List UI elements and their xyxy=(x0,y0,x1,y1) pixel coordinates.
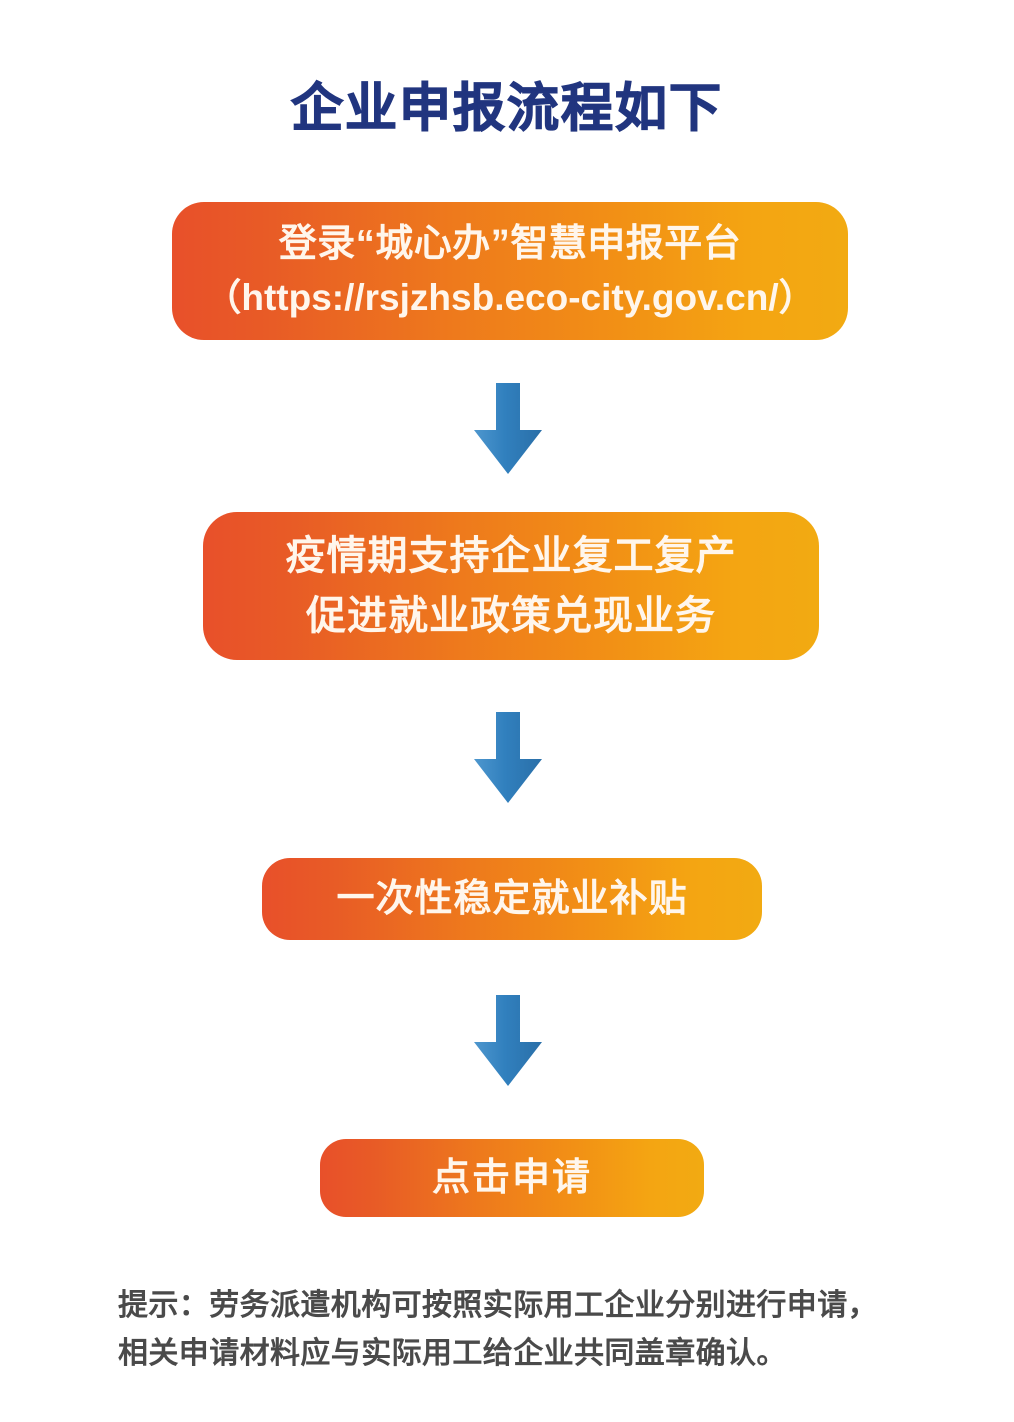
flow-step-policy-business[interactable]: 疫情期支持企业复工复产 促进就业政策兑现业务 xyxy=(203,512,819,660)
flow-step-3-text: 一次性稳定就业补贴 xyxy=(336,877,687,921)
flow-step-1-line-1: 登录“城心办”智慧申报平台 xyxy=(278,223,742,265)
arrow-down-icon xyxy=(473,383,543,475)
footer-note: 提示：劳务派遣机构可按照实际用工企业分别进行申请， 相关申请材料应与实际用工给企… xyxy=(118,1282,908,1378)
flow-step-1-text: 登录“城心办”智慧申报平台 （https://rsjzhsb.eco-city.… xyxy=(204,217,815,325)
arrow-down-icon xyxy=(473,712,543,804)
flow-step-4-text: 点击申请 xyxy=(432,1156,592,1200)
flow-step-click-apply[interactable]: 点击申请 xyxy=(320,1139,704,1217)
footer-note-line-2: 相关申请材料应与实际用工给企业共同盖章确认。 xyxy=(118,1337,787,1370)
flow-step-login-platform[interactable]: 登录“城心办”智慧申报平台 （https://rsjzhsb.eco-city.… xyxy=(172,202,848,340)
arrow-down-icon xyxy=(473,995,543,1087)
page-title: 企业申报流程如下 xyxy=(290,79,723,138)
flow-step-4-line-1: 点击申请 xyxy=(431,1157,592,1199)
flow-step-2-text: 疫情期支持企业复工复产 促进就业政策兑现业务 xyxy=(286,526,737,646)
flow-step-subsidy[interactable]: 一次性稳定就业补贴 xyxy=(262,858,762,940)
flow-step-3-line-1: 一次性稳定就业补贴 xyxy=(336,878,688,920)
flow-step-2-line-2: 促进就业政策兑现业务 xyxy=(306,594,716,638)
footer-note-line-1: 提示：劳务派遣机构可按照实际用工企业分别进行申请， xyxy=(118,1289,878,1322)
flow-step-1-line-2: （https://rsjzhsb.eco-city.gov.cn/） xyxy=(204,277,816,318)
flow-step-2-line-1: 疫情期支持企业复工复产 xyxy=(285,534,737,578)
